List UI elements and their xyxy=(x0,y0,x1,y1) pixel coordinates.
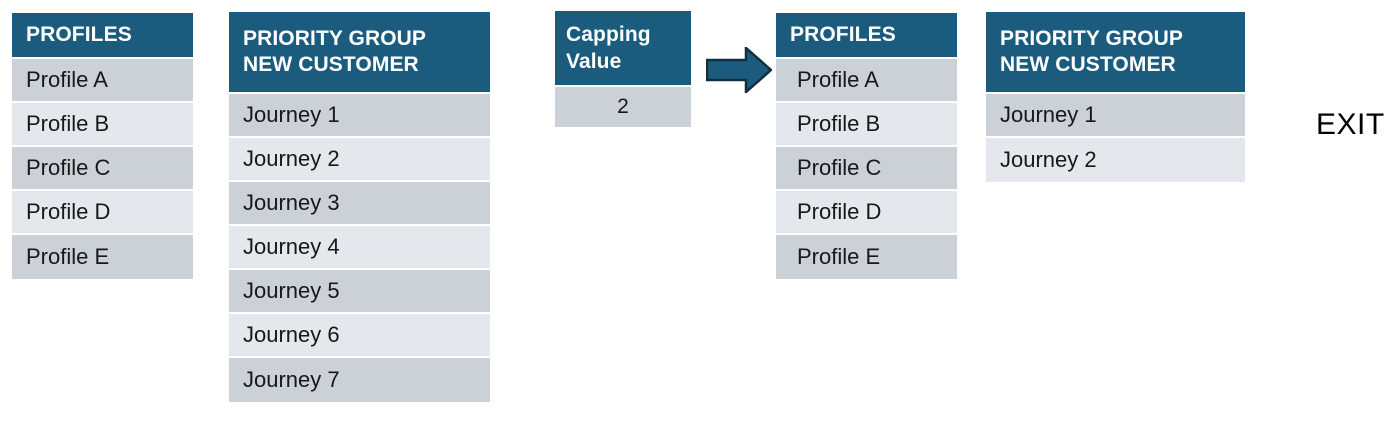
table-row[interactable]: Profile E xyxy=(12,235,193,279)
table-row[interactable]: Profile D xyxy=(776,191,957,235)
capping-value-cell[interactable]: 2 xyxy=(555,87,691,127)
table-row[interactable]: Profile D xyxy=(12,191,193,235)
table-row[interactable]: Profile A xyxy=(776,59,957,103)
table-row[interactable]: Journey 1 xyxy=(986,94,1245,138)
capping-value-rows: 2 xyxy=(555,87,691,127)
priority-group-table-output-rows: Journey 1 Journey 2 xyxy=(986,94,1245,182)
exit-label: EXIT xyxy=(1316,108,1385,141)
priority-group-header-line-1: PRIORITY GROUP xyxy=(243,27,427,50)
table-row[interactable]: Journey 7 xyxy=(229,358,490,402)
table-row[interactable]: Profile B xyxy=(12,103,193,147)
table-row[interactable]: Journey 2 xyxy=(229,138,490,182)
priority-group-table-input-rows: Journey 1 Journey 2 Journey 3 Journey 4 … xyxy=(229,94,490,402)
table-row[interactable]: Journey 3 xyxy=(229,182,490,226)
priority-group-output-header-line-1: PRIORITY GROUP xyxy=(1000,27,1184,50)
profiles-table-output-header-line: PROFILES xyxy=(790,23,896,46)
priority-group-header-line-2: NEW CUSTOMER xyxy=(243,53,419,76)
profiles-table-output: PROFILES Profile A Profile B Profile C P… xyxy=(776,13,957,279)
table-row[interactable]: Profile C xyxy=(12,147,193,191)
profiles-table-output-header: PROFILES xyxy=(776,13,957,57)
table-row[interactable]: Profile A xyxy=(12,59,193,103)
table-row[interactable]: Journey 5 xyxy=(229,270,490,314)
table-row[interactable]: Journey 1 xyxy=(229,94,490,138)
table-row[interactable]: Profile B xyxy=(776,103,957,147)
priority-group-table-output-header: PRIORITY GROUP NEW CUSTOMER xyxy=(986,12,1245,92)
capping-value-box: Capping Value 2 xyxy=(555,11,691,127)
profiles-table-input-rows: Profile A Profile B Profile C Profile D … xyxy=(12,59,193,279)
capping-value-header-line-1: Capping xyxy=(566,23,651,46)
table-row[interactable]: Journey 2 xyxy=(986,138,1245,182)
capping-value-header-line-2: Value xyxy=(566,50,622,73)
profiles-table-input: PROFILES Profile A Profile B Profile C P… xyxy=(12,13,193,279)
profiles-table-output-rows: Profile A Profile B Profile C Profile D … xyxy=(776,59,957,279)
priority-group-output-header-line-2: NEW CUSTOMER xyxy=(1000,53,1176,76)
table-row[interactable]: Profile E xyxy=(776,235,957,279)
capping-value-header: Capping Value xyxy=(555,11,691,85)
priority-group-table-input: PRIORITY GROUP NEW CUSTOMER Journey 1 Jo… xyxy=(229,12,490,402)
table-row[interactable]: Profile C xyxy=(776,147,957,191)
right-block-arrow-icon xyxy=(705,45,773,95)
profiles-table-input-header: PROFILES xyxy=(12,13,193,57)
table-row[interactable]: Journey 4 xyxy=(229,226,490,270)
priority-group-table-output: PRIORITY GROUP NEW CUSTOMER Journey 1 Jo… xyxy=(986,12,1245,182)
table-row[interactable]: Journey 6 xyxy=(229,314,490,358)
profiles-table-input-header-line: PROFILES xyxy=(26,23,132,46)
priority-group-table-input-header: PRIORITY GROUP NEW CUSTOMER xyxy=(229,12,490,92)
